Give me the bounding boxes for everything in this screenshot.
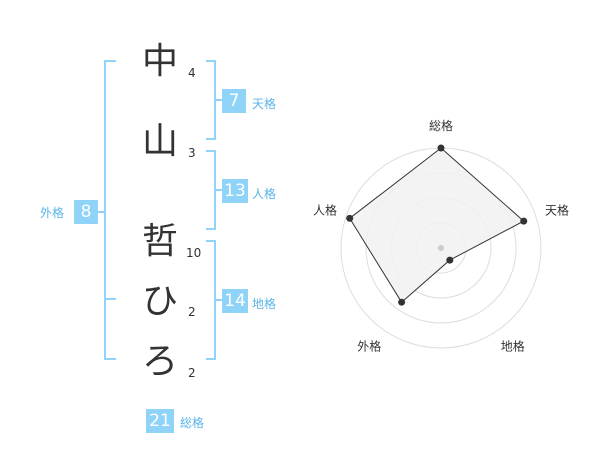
gaikaku-label: 外格: [40, 206, 65, 220]
radar-point-1: [437, 144, 445, 152]
jinkaku-bracket: [206, 150, 216, 230]
radar-axis-label-2: 天格: [545, 202, 569, 217]
name-char-4: ひ: [141, 281, 178, 322]
stroke-count-4: 2: [188, 305, 196, 319]
radar-axis-label-3: 地格: [501, 339, 525, 354]
chikaku-badge: 14: [222, 289, 248, 313]
jinkaku-tick: [216, 189, 222, 191]
tenkaku-label: 天格: [252, 97, 277, 111]
tenkaku-badge: 7: [222, 89, 246, 113]
radar-polygon: [349, 147, 525, 303]
stroke-count-2: 3: [188, 146, 196, 160]
gaikaku-bracket: [104, 60, 116, 360]
name-char-3: 哲: [141, 221, 178, 262]
radar-point-5: [346, 214, 354, 222]
radar-center-dot: [438, 245, 444, 251]
gaikaku-badge: 8: [74, 200, 98, 224]
stroke-count-3: 10: [186, 246, 202, 260]
gaikaku-inner-tick: [106, 298, 116, 300]
radar-point-2: [520, 217, 528, 225]
gaikaku-tick: [97, 211, 104, 213]
soukaku-label: 総格: [180, 416, 205, 430]
stroke-count-5: 2: [188, 366, 196, 380]
stroke-count-1: 4: [188, 66, 196, 80]
radar-axis-label-1: 総格: [429, 118, 453, 133]
name-char-2: 山: [141, 121, 178, 162]
chikaku-bracket: [206, 240, 216, 360]
tenkaku-bracket: [206, 60, 216, 140]
radar-point-4: [398, 298, 406, 306]
soukaku-badge: 21: [146, 409, 174, 433]
name-char-1: 中: [141, 41, 178, 82]
chikaku-label: 地格: [252, 297, 277, 311]
chikaku-tick: [216, 299, 222, 301]
jinkaku-badge: 13: [222, 179, 248, 203]
tenkaku-tick: [216, 99, 222, 101]
jinkaku-label: 人格: [252, 187, 277, 201]
radar-axis-label-4: 外格: [357, 339, 381, 354]
radar-point-3: [446, 256, 454, 264]
radar-axis-label-5: 人格: [313, 202, 337, 217]
name-char-5: ろ: [141, 341, 178, 382]
